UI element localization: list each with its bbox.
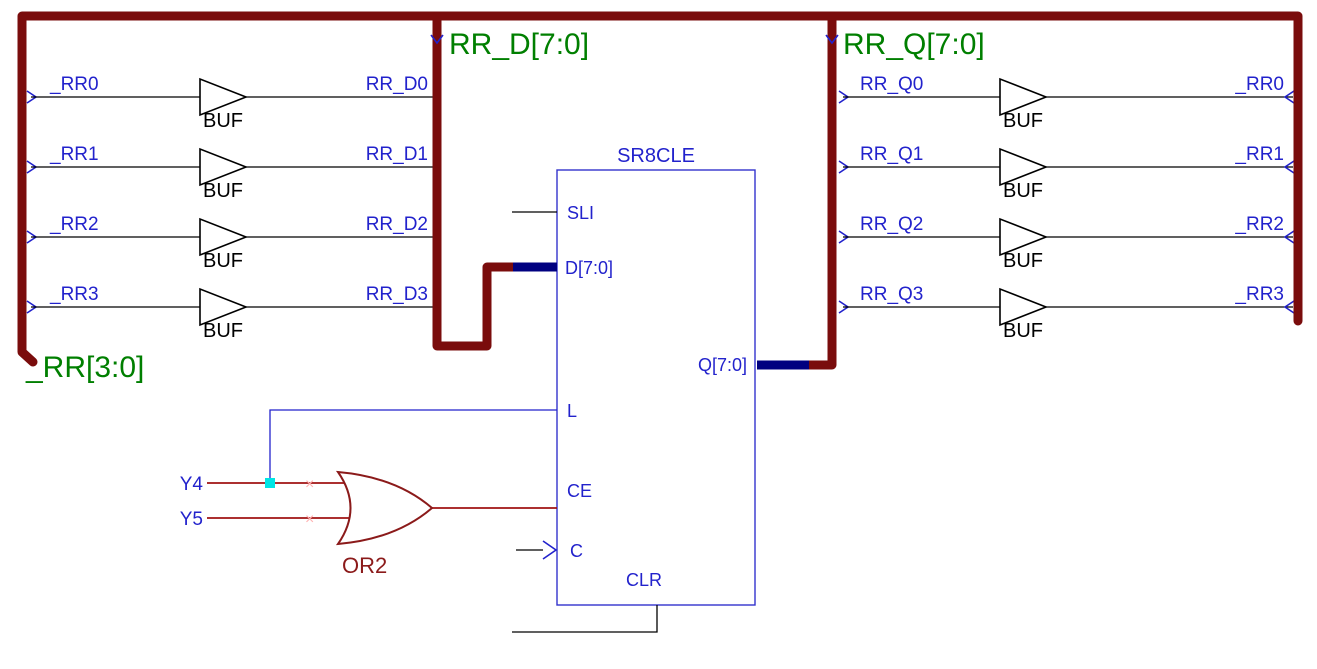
buffer-gate xyxy=(199,77,249,117)
bus-name-rr-q: RR_Q[7:0] xyxy=(843,28,985,61)
net-label: RR_D0 xyxy=(366,74,428,95)
net-label: _RR1 xyxy=(1234,144,1284,165)
gate-label: BUF xyxy=(1003,180,1043,202)
pin-label-clr: CLR xyxy=(626,570,662,590)
buffer-gate xyxy=(999,217,1049,257)
buffer-gate xyxy=(999,287,1049,327)
gate-label: BUF xyxy=(203,110,243,132)
bus-tap-arrow xyxy=(430,34,444,45)
bus-tap-arrow xyxy=(825,34,839,45)
or2-gate-group: Y4 Y5 × × OR2 xyxy=(180,470,557,578)
bus-name-rr-d: RR_D[7:0] xyxy=(449,28,589,61)
clock-arrow-icon xyxy=(542,540,558,560)
buffer-gate xyxy=(999,147,1049,187)
gate-label: BUF xyxy=(203,180,243,202)
rr-d-bus xyxy=(432,11,522,351)
net-label: _RR2 xyxy=(49,214,99,235)
net-label: RR_Q2 xyxy=(860,214,923,235)
net-label: _RR1 xyxy=(49,144,99,165)
right-buffer-row: RR_Q1 BUF _RR1 xyxy=(838,144,1295,202)
net-label: RR_D1 xyxy=(366,144,428,165)
gate-label: BUF xyxy=(1003,110,1043,132)
net-label: _RR2 xyxy=(1234,214,1284,235)
buffer-gate xyxy=(999,77,1049,117)
right-buffer-row: RR_Q3 BUF _RR3 xyxy=(838,284,1295,342)
net-label: _RR3 xyxy=(49,284,99,305)
clr-wire xyxy=(512,605,658,633)
component-body xyxy=(556,169,756,606)
net-label: Y5 xyxy=(180,509,203,530)
main-bus xyxy=(17,11,1303,367)
gate-label: BUF xyxy=(1003,250,1043,272)
gate-label: BUF xyxy=(203,320,243,342)
pin-label-c: C xyxy=(570,541,583,561)
buffer-gate xyxy=(199,287,249,327)
right-buffer-row: RR_Q0 BUF _RR0 xyxy=(838,74,1295,132)
bus-tap-arrow xyxy=(1283,160,1295,174)
bus-tap-arrow xyxy=(1283,300,1295,314)
right-buffer-row: RR_Q2 BUF _RR2 xyxy=(838,214,1295,272)
net-label: _RR0 xyxy=(1234,74,1284,95)
gate-label: BUF xyxy=(1003,320,1043,342)
pin-label-d: D[7:0] xyxy=(565,258,613,278)
or-gate xyxy=(335,470,434,546)
sr8cle-component: SR8CLE SLI D[7:0] L CE C CLR Q[7:0] xyxy=(269,145,756,633)
pin-label-sli: SLI xyxy=(567,203,594,223)
rr-q-bus xyxy=(801,11,837,370)
bus-tap-arrow xyxy=(1283,90,1295,104)
buses xyxy=(17,11,1303,370)
net-label: _RR0 xyxy=(49,74,99,95)
net-label: _RR3 xyxy=(1234,284,1284,305)
net-label: RR_Q1 xyxy=(860,144,923,165)
bus-tap-arrow xyxy=(1283,230,1295,244)
net-label: RR_Q0 xyxy=(860,74,923,95)
net-label: RR_D2 xyxy=(366,214,428,235)
stray-artifact: × xyxy=(305,476,314,493)
left-buffer-row: _RR1 BUF RR_D1 xyxy=(26,144,437,202)
net-label: RR_Q3 xyxy=(860,284,923,305)
stray-artifact: × xyxy=(305,511,314,528)
pin-label-l: L xyxy=(567,401,577,421)
pin-label-ce: CE xyxy=(567,481,592,501)
gate-label: BUF xyxy=(203,250,243,272)
pin-label-q: Q[7:0] xyxy=(698,355,747,375)
left-buffer-row: _RR2 BUF RR_D2 xyxy=(26,214,437,272)
left-buffer-row: _RR0 BUF RR_D0 xyxy=(26,74,437,132)
wire-junction xyxy=(265,478,275,488)
gate-label: OR2 xyxy=(342,553,387,578)
l-wire xyxy=(269,409,557,483)
buffer-gate xyxy=(199,147,249,187)
buffer-gate xyxy=(199,217,249,257)
component-title: SR8CLE xyxy=(617,145,695,167)
bus-name-rr: _RR[3:0] xyxy=(25,351,144,384)
net-label: RR_D3 xyxy=(366,284,428,305)
net-label: Y4 xyxy=(180,474,204,495)
left-buffer-row: _RR3 BUF RR_D3 xyxy=(26,284,437,342)
